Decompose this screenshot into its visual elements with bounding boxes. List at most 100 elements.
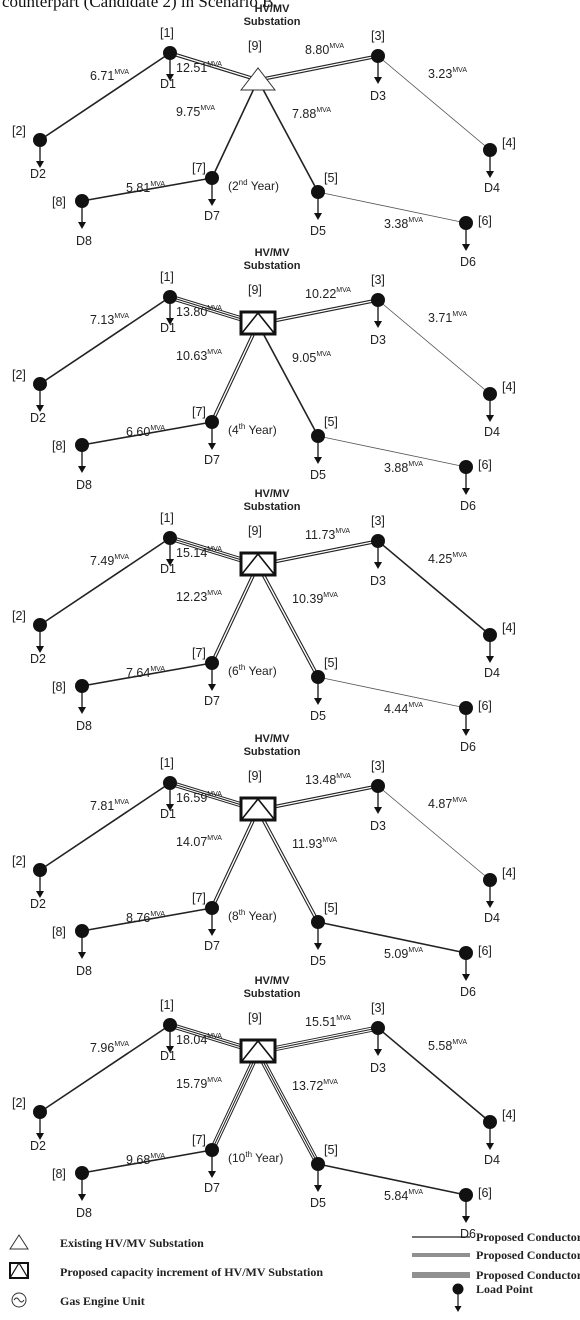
line-l39 <box>257 784 379 812</box>
load-label-d2: D2 <box>30 167 46 181</box>
line-l56 <box>317 676 467 709</box>
load-label-d8: D8 <box>76 964 92 978</box>
load-point-n2 <box>33 618 47 653</box>
node-id-n1: [1] <box>160 511 174 525</box>
load-label-d2: D2 <box>30 1139 46 1153</box>
load-point-n6 <box>459 1188 473 1223</box>
mva-label-l79: 10.63MVA <box>176 349 222 363</box>
load-point-n8 <box>75 194 89 229</box>
node-id-n4: [4] <box>502 621 516 635</box>
mva-label-l59: 10.39MVA <box>292 592 338 606</box>
node-id-n1: [1] <box>160 26 174 40</box>
gas-engine-icon <box>11 1292 27 1308</box>
mva-label-l56: 5.09MVA <box>384 947 423 961</box>
line-l59 <box>257 79 319 193</box>
load-point-n1 <box>163 531 177 566</box>
legend-c1-label: Proposed Conductor 1 <box>476 1230 580 1244</box>
node-id-n5: [5] <box>324 415 338 429</box>
mva-label-l56: 3.38MVA <box>384 217 423 231</box>
load-label-d5: D5 <box>310 954 326 968</box>
node-id-n6: [6] <box>478 214 492 228</box>
line-l12 <box>39 296 171 385</box>
line-l56 <box>317 1163 467 1196</box>
load-point-n8 <box>75 1166 89 1201</box>
node-id-n6: [6] <box>478 458 492 472</box>
line-l59 <box>257 323 319 437</box>
line-l34 <box>377 299 491 395</box>
legend-conductor-2: Proposed Conductor 2 <box>412 1248 580 1262</box>
mva-label-l12: 6.71MVA <box>90 69 129 83</box>
load-point-n5 <box>311 1157 325 1192</box>
line-l78 <box>81 177 213 202</box>
node-id-n9: [9] <box>248 769 262 783</box>
line-l78 <box>81 662 213 687</box>
load-point-n4 <box>483 387 497 422</box>
load-point-n1 <box>163 1018 177 1053</box>
load-point-n5 <box>311 429 325 464</box>
mva-label-l12: 7.49MVA <box>90 554 129 568</box>
node-id-n7: [7] <box>192 161 206 175</box>
load-point-n3 <box>371 779 385 814</box>
existing-substation-icon <box>9 1234 29 1250</box>
load-label-d5: D5 <box>310 709 326 723</box>
load-point-n3 <box>371 534 385 569</box>
load-point-n3 <box>371 293 385 328</box>
load-label-d2: D2 <box>30 652 46 666</box>
load-label-d2: D2 <box>30 411 46 425</box>
load-label-d4: D4 <box>484 1153 500 1167</box>
mva-label-l56: 3.88MVA <box>384 461 423 475</box>
node-id-n9: [9] <box>248 524 262 538</box>
node-id-n3: [3] <box>371 273 385 287</box>
load-point-n5 <box>311 185 325 220</box>
node-id-n6: [6] <box>478 1186 492 1200</box>
load-point-n2 <box>33 133 47 168</box>
year-label: (6th Year) <box>228 663 277 678</box>
load-point-n3 <box>371 49 385 84</box>
node-id-n2: [2] <box>12 609 26 623</box>
node-id-n1: [1] <box>160 756 174 770</box>
line-l59 <box>255 1050 321 1166</box>
load-label-d6: D6 <box>460 255 476 269</box>
line-l34 <box>377 55 491 151</box>
mva-label-l34: 4.87MVA <box>428 797 467 811</box>
load-point-n6 <box>459 216 473 251</box>
node-id-n1: [1] <box>160 998 174 1012</box>
line-l12 <box>39 782 171 871</box>
line-l79 <box>210 564 260 664</box>
load-label-d8: D8 <box>76 1206 92 1220</box>
line-l79 <box>210 809 260 909</box>
mva-label-l19: 12.51MVA <box>176 61 222 75</box>
mva-label-l59: 7.88MVA <box>292 107 331 121</box>
mva-label-l34: 3.71MVA <box>428 311 467 325</box>
mva-label-l19: 16.59MVA <box>176 791 222 805</box>
load-label-d7: D7 <box>204 209 220 223</box>
year-label: (8th Year) <box>228 908 277 923</box>
node-id-n3: [3] <box>371 1001 385 1015</box>
node-id-n3: [3] <box>371 29 385 43</box>
node-id-n4: [4] <box>502 1108 516 1122</box>
line-l59 <box>256 809 320 923</box>
substation-subtitle: Substation <box>244 501 301 513</box>
node-id-n3: [3] <box>371 514 385 528</box>
year-label: (4th Year) <box>228 422 277 437</box>
line-l56 <box>317 191 467 224</box>
node-id-n7: [7] <box>192 646 206 660</box>
load-point-icon <box>452 1283 464 1312</box>
legend: Existing HV/MV Substation Proposed capac… <box>0 1225 580 1315</box>
mva-label-l34: 4.25MVA <box>428 552 467 566</box>
node-id-n8: [8] <box>52 680 66 694</box>
substation-subtitle: Substation <box>244 260 301 272</box>
legend-c3-label: Proposed Conductor 3 <box>476 1268 580 1282</box>
node-id-n7: [7] <box>192 891 206 905</box>
substation-subtitle: Substation <box>244 16 301 28</box>
load-point-n6 <box>459 946 473 981</box>
mva-label-l79: 9.75MVA <box>176 105 215 119</box>
legend-existing-substation: Existing HV/MV Substation <box>9 1234 204 1250</box>
node-id-n2: [2] <box>12 1096 26 1110</box>
load-label-d7: D7 <box>204 453 220 467</box>
caption-fragment: counterpart (Candidate 2) in Scenario B. <box>2 0 278 11</box>
line-l78 <box>81 1149 213 1174</box>
